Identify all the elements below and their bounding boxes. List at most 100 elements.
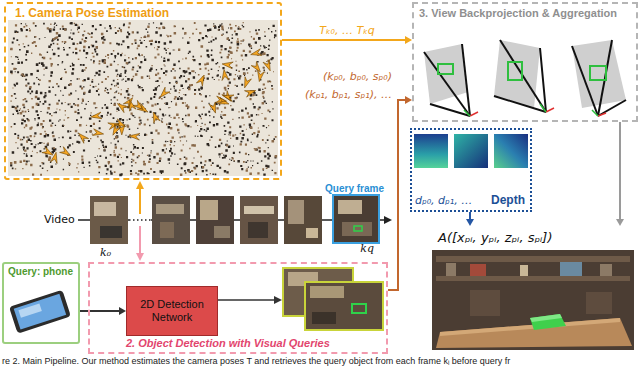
camera-frustum xyxy=(470,112,478,116)
depth-map xyxy=(414,134,448,168)
detection-result xyxy=(216,268,383,330)
stream-label: Video xyxy=(44,213,75,226)
depth-map xyxy=(454,134,488,168)
phone-picture xyxy=(9,290,71,334)
video-frame xyxy=(90,196,378,244)
visual-query: Query: phone xyxy=(2,262,80,344)
detection-tuple: (kₚ₁, bₚ₁, sₚ₁), … xyxy=(305,88,392,101)
connector xyxy=(466,212,474,226)
video-frame xyxy=(240,196,278,244)
camera-frustum xyxy=(590,66,606,80)
arrow-head xyxy=(405,36,412,44)
aggregated-scene xyxy=(530,314,566,330)
connector-line xyxy=(282,39,407,41)
connector xyxy=(282,36,412,44)
camera-frustum xyxy=(572,40,626,116)
aggregated-scene xyxy=(436,256,630,262)
formula-label: A([xₚᵢ, yₚᵢ, zₚᵢ, sₚᵢ]) xyxy=(430,226,553,245)
video-frame xyxy=(248,222,268,238)
video-timeline xyxy=(129,219,151,222)
camera-frustum xyxy=(464,110,470,116)
camera-frustum xyxy=(598,113,606,116)
query-frame: Query framekq xyxy=(332,194,380,244)
depth-map xyxy=(414,134,528,168)
phone-picture xyxy=(18,303,41,317)
camera-frustum xyxy=(494,40,554,112)
depth-map xyxy=(494,134,528,168)
camera-frustum xyxy=(424,44,478,116)
video-frame xyxy=(156,204,184,214)
aggregated-result: A([xₚᵢ, yₚᵢ, zₚᵢ, sₚᵢ]) xyxy=(430,226,636,352)
video-timeline xyxy=(136,181,144,189)
aggregated-scene xyxy=(520,265,528,276)
camera-frustum xyxy=(546,108,554,112)
detection-panel: 2. Object Detection with Visual Queries 2… xyxy=(88,262,388,354)
query-label: Query: phone xyxy=(8,266,73,277)
phone-picture xyxy=(14,294,66,330)
detection-result xyxy=(310,286,344,298)
connector xyxy=(80,307,126,315)
aggregated-scene xyxy=(446,263,456,276)
aggregated-scene xyxy=(560,262,582,276)
aggregated-scene xyxy=(432,250,634,350)
panel-title: 1. Camera Pose Estimation xyxy=(12,6,172,20)
camera-frustum xyxy=(424,44,468,104)
network-box: 2D Detection Network xyxy=(126,286,218,336)
aggregated-scene xyxy=(586,292,612,314)
camera-frustum xyxy=(540,104,546,112)
arrow-head xyxy=(466,219,474,226)
video-frame xyxy=(244,206,274,214)
camera-frustum xyxy=(598,100,626,116)
point-cloud xyxy=(8,20,278,176)
arrow-head xyxy=(119,307,126,315)
camera-frustum xyxy=(592,110,598,116)
camera-frustum xyxy=(572,40,626,108)
video-frame xyxy=(334,196,378,242)
video-frame xyxy=(306,228,318,238)
camera-frustum xyxy=(508,62,522,80)
panel-title: 3. View Backprojection & Aggregation xyxy=(414,4,636,23)
panel-title: 2. Object Detection with Visual Queries xyxy=(126,337,330,349)
frame-index: kq xyxy=(360,243,374,255)
video-frame xyxy=(196,196,234,244)
camera-frustum xyxy=(430,104,470,116)
video-frame xyxy=(354,226,362,231)
pose-estimation-panel: 1. Camera Pose Estimation xyxy=(4,2,282,180)
aggregated-scene xyxy=(530,314,562,322)
frame-index: k₀ xyxy=(100,246,111,259)
camera-frustum xyxy=(540,48,546,112)
camera-frustum xyxy=(438,64,453,74)
video-frame xyxy=(100,226,122,238)
video-frame xyxy=(338,200,362,214)
point-cloud xyxy=(8,20,278,176)
video-frame xyxy=(90,196,128,244)
aggregated-scene xyxy=(470,290,500,316)
process-label: 2D Detection Network xyxy=(127,296,217,326)
aggregated-scene xyxy=(470,264,486,276)
figure-caption: re 2. Main Pipeline. Our method estimate… xyxy=(2,356,510,367)
video-timeline xyxy=(78,181,392,261)
panel-title: Depth xyxy=(491,193,525,207)
video-timeline xyxy=(139,188,141,214)
arrow-head xyxy=(616,219,624,226)
depth-symbols: dₚ₀, dₚ₁, … xyxy=(415,194,472,207)
connector xyxy=(616,122,624,226)
camera-frustum xyxy=(500,40,546,112)
phone-picture xyxy=(9,290,71,334)
aggregated-scene xyxy=(436,276,630,281)
edge-label: Tₖ₀, … Tₖq xyxy=(317,24,377,37)
point-cloud xyxy=(42,49,270,164)
arrow-head xyxy=(405,96,412,104)
point-cloud xyxy=(10,22,277,176)
video-frame xyxy=(200,200,218,220)
detection-result xyxy=(216,299,276,301)
video-frame xyxy=(214,226,230,238)
video-frame xyxy=(342,222,372,236)
video-timeline xyxy=(136,253,144,261)
detection-tuple: (kₚ₀, bₚ₀, sₚ₀) xyxy=(323,70,392,83)
detection-result xyxy=(352,304,366,313)
video-timeline xyxy=(384,216,392,224)
video-frame xyxy=(152,196,190,244)
detection-result xyxy=(312,312,336,324)
